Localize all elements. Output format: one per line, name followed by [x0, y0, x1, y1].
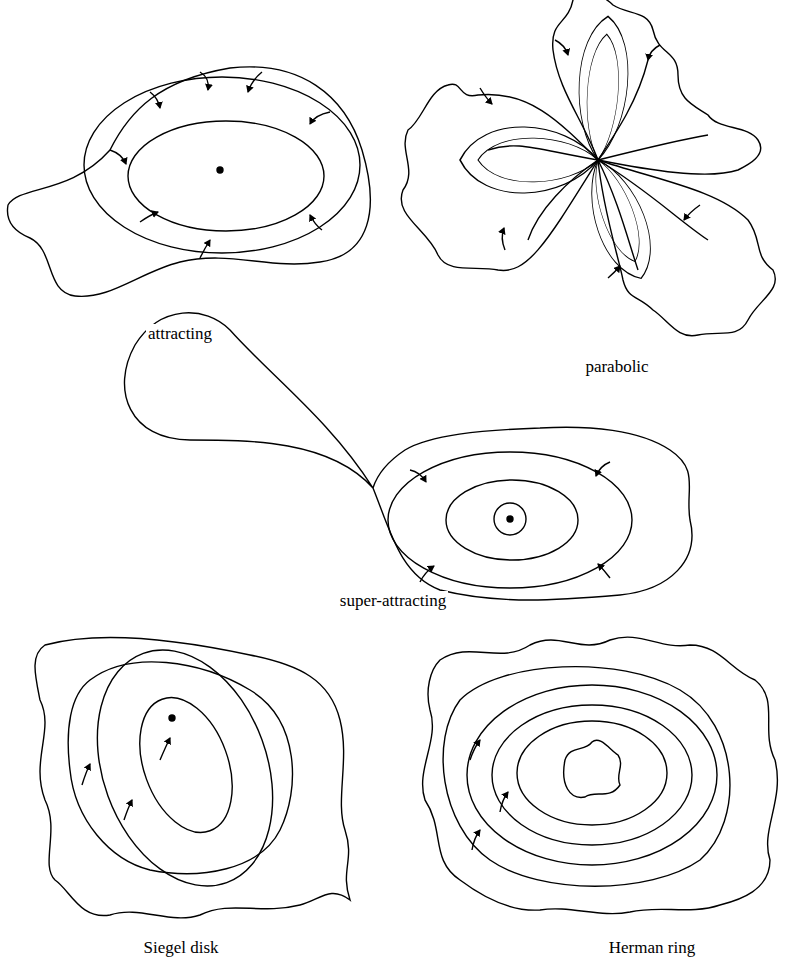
- caption-label: parabolic: [583, 357, 650, 377]
- caption-label: super-attracting: [338, 591, 448, 611]
- caption-label: Siegel disk: [141, 938, 220, 958]
- herman-ring: [423, 637, 778, 913]
- caption-label: attracting: [146, 324, 214, 344]
- super-attracting-basin: [124, 313, 691, 600]
- siegel-disk: [35, 625, 350, 918]
- parabolic-petals: [401, 0, 775, 336]
- caption-label: Herman ring: [607, 938, 697, 958]
- attracting-basin: [7, 67, 370, 297]
